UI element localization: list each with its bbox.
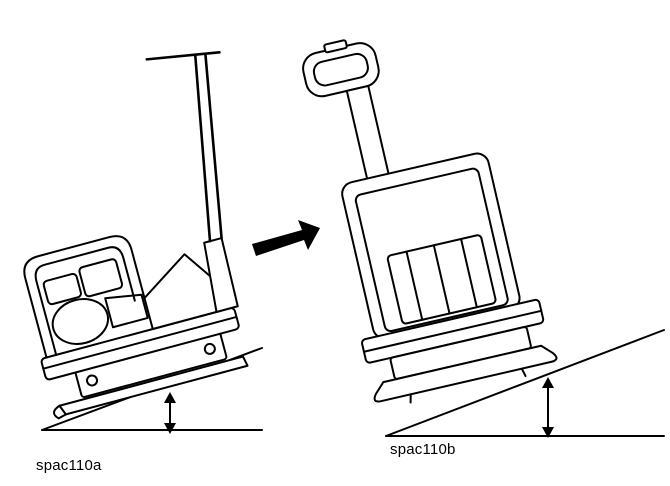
left-height-arrow <box>164 392 176 434</box>
direction-arrow <box>252 220 320 256</box>
right-height-arrow <box>542 377 554 438</box>
left-engine-body <box>51 298 109 345</box>
left-base-plate <box>58 355 249 416</box>
left-engine-tank <box>42 272 82 306</box>
left-compactor <box>23 51 249 420</box>
right-slope-line <box>385 329 665 437</box>
right-compactor <box>302 39 558 404</box>
caption-left: spac110a <box>36 457 102 474</box>
right-view <box>302 39 665 438</box>
left-handle-grip <box>145 51 221 61</box>
caption-right: spac110b <box>390 441 456 458</box>
left-handle-bar <box>193 53 212 243</box>
left-view <box>23 51 320 434</box>
left-roll-cage <box>23 235 146 359</box>
right-base-plate <box>373 344 558 403</box>
